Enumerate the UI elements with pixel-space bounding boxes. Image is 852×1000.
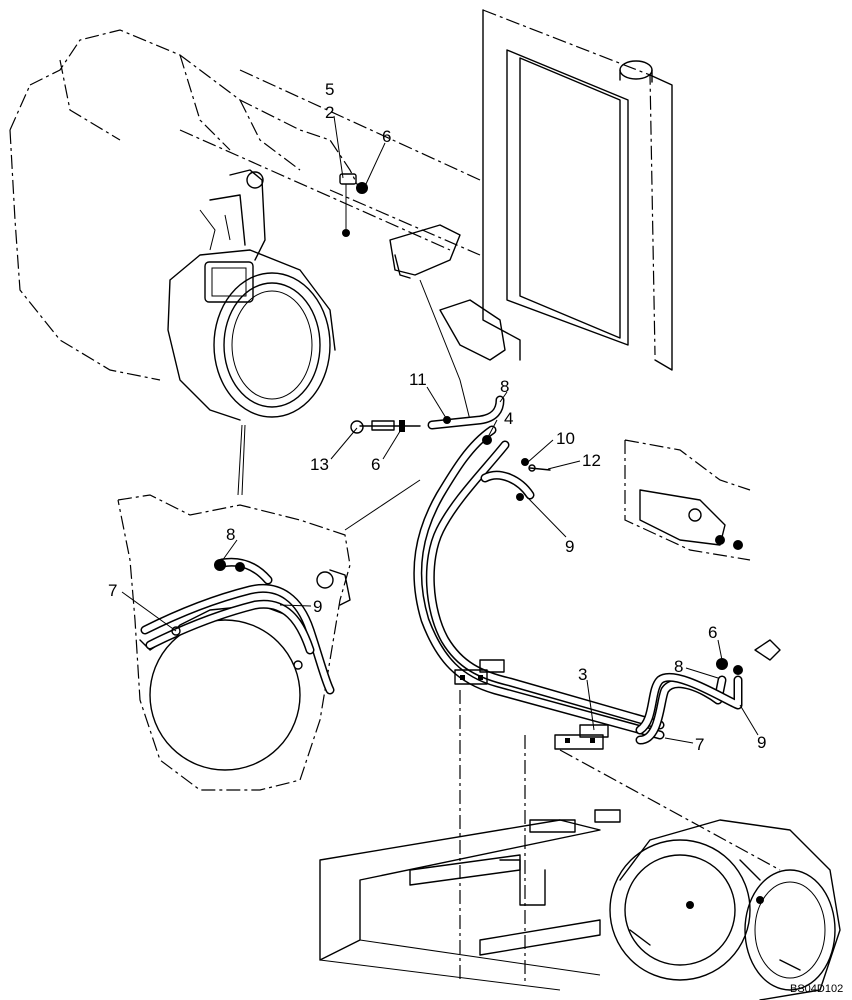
callout-6-right: 6: [708, 623, 717, 642]
callout-7-right: 7: [695, 735, 704, 754]
callout-13: 13: [310, 455, 329, 474]
callout-11: 11: [409, 370, 427, 389]
callout-8-left: 8: [226, 525, 235, 544]
callout-9-right: 9: [757, 733, 766, 752]
upper-frame-rail: [179, 69, 481, 421]
callout-12: 12: [582, 451, 601, 470]
hose-clamps: [454, 659, 609, 750]
callout-4: 4: [504, 409, 513, 428]
lower-frame: [319, 690, 781, 991]
right-inset-view: [624, 439, 781, 661]
leader-lines: [121, 115, 759, 744]
callout-5: 5: [325, 80, 334, 99]
callout-9-mid: 9: [565, 537, 574, 556]
bolt-fasteners: [521, 458, 551, 472]
flywheel-housing: [167, 169, 336, 421]
callout-7-left: 7: [108, 581, 117, 600]
transmission: [609, 819, 841, 1000]
callout-2: 2: [325, 103, 334, 122]
callout-8-mid: 8: [500, 377, 509, 396]
radiator: [439, 9, 673, 371]
hose-assembly-main: [350, 395, 743, 745]
inset-engine-view: [117, 424, 421, 791]
callout-6-top: 6: [382, 127, 391, 146]
drawing-code: BS04D102: [790, 983, 843, 995]
engine-outline: [9, 29, 361, 381]
callout-8-right: 8: [674, 657, 683, 676]
callout-10: 10: [556, 429, 575, 448]
callout-9-left: 9: [313, 597, 322, 616]
callout-3: 3: [578, 665, 587, 684]
callout-6-mid: 6: [371, 455, 380, 474]
top-fitting-assembly: [339, 173, 368, 237]
